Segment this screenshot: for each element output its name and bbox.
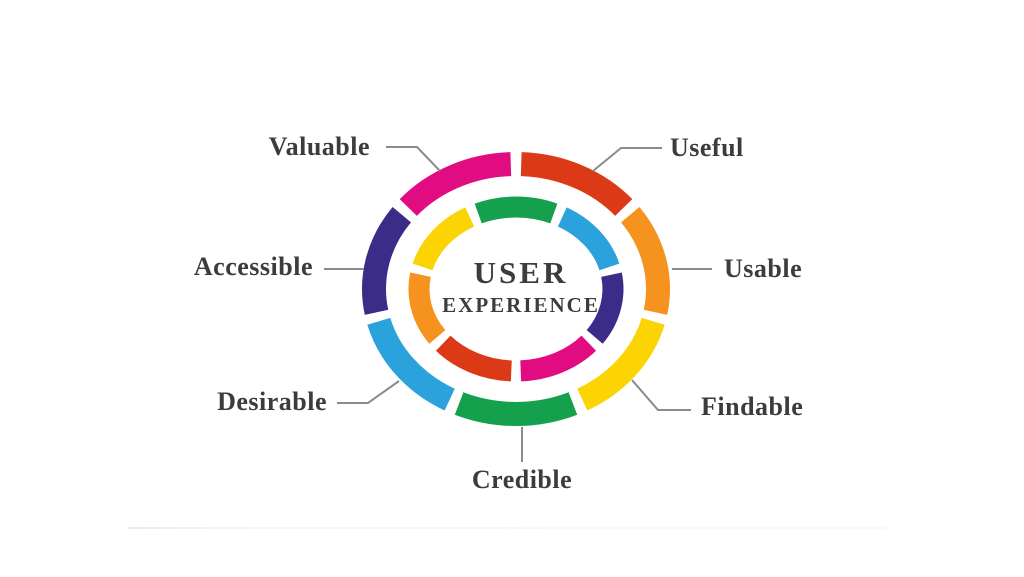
segment-label-usable: Usable bbox=[724, 254, 803, 283]
connector-valuable bbox=[386, 146, 441, 172]
inner-ring-segment-valuable bbox=[519, 335, 597, 382]
inner-ring-segment-accessible bbox=[586, 272, 624, 344]
segment-label-credible: Credible bbox=[471, 465, 573, 494]
inner-ring-segment-desirable bbox=[557, 207, 620, 271]
outer-ring-segment-desirable bbox=[367, 317, 456, 411]
connector-findable bbox=[631, 379, 691, 411]
outer-ring-segment-useful bbox=[520, 152, 633, 217]
segment-label-desirable: Desirable bbox=[217, 387, 327, 416]
inner-ring-segment-credible bbox=[474, 196, 558, 224]
outer-ring-segment-valuable bbox=[399, 152, 512, 217]
connector-useful bbox=[592, 147, 662, 172]
inner-ring-segment-usable bbox=[408, 272, 446, 344]
center-title: USER EXPERIENCE bbox=[391, 255, 651, 318]
segment-label-useful: Useful bbox=[670, 133, 744, 162]
segment-label-valuable: Valuable bbox=[268, 132, 370, 161]
outer-ring-segment-findable bbox=[576, 317, 665, 411]
inner-ring-segment-findable bbox=[412, 207, 475, 271]
segment-label-findable: Findable bbox=[701, 392, 804, 421]
inner-ring-segment-useful bbox=[435, 335, 513, 382]
outer-ring-segment-accessible bbox=[362, 206, 412, 315]
connector-desirable bbox=[337, 380, 400, 404]
title-line-user: USER bbox=[473, 255, 569, 290]
title-line-experience: EXPERIENCE bbox=[442, 293, 600, 317]
bottom-divider bbox=[128, 527, 886, 529]
outer-ring-segment-usable bbox=[620, 206, 670, 315]
outer-ring-segment-credible bbox=[454, 392, 578, 426]
segment-label-accessible: Accessible bbox=[193, 252, 313, 281]
